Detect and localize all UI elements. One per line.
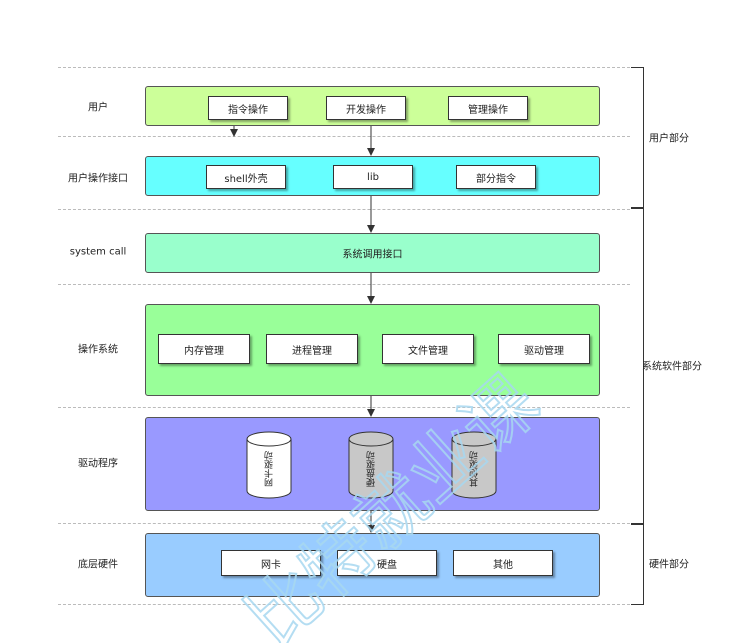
- row-label-user: 用户: [88, 102, 108, 114]
- box-management-operation: 管理操作: [448, 96, 528, 120]
- separator-top: [58, 67, 630, 68]
- label-system-software-part: 系统软件部分: [642, 361, 702, 373]
- label-user-part: 用户部分: [649, 133, 689, 145]
- box-shell: shell外壳: [206, 165, 286, 189]
- box-memory-management: 内存管理: [158, 334, 250, 364]
- row-label-user-interface: 用户操作接口: [68, 173, 128, 185]
- box-partial-commands: 部分指令: [456, 165, 536, 189]
- system-call-layer: 系统调用接口: [145, 233, 600, 273]
- cylinder-label: 其他驱动: [469, 451, 480, 487]
- system-call-title: 系统调用接口: [342, 249, 403, 261]
- separator-1: [58, 136, 630, 137]
- drivers-layer: 网卡驱动 硬盘驱动 其他驱动: [145, 417, 600, 511]
- separator-4: [58, 407, 630, 408]
- box-disk: 硬盘: [337, 550, 437, 576]
- box-process-management: 进程管理: [266, 334, 358, 364]
- bracket-hardware-part: [631, 523, 644, 605]
- cylinder-label: 网卡驱动: [264, 451, 275, 487]
- cylinder-shape: [451, 431, 497, 499]
- bracket-system-software-part: [631, 207, 644, 525]
- cylinder-shape: [348, 431, 394, 499]
- cylinder-disk-driver: 硬盘驱动: [348, 431, 394, 499]
- os-layer: 内存管理 进程管理 文件管理 驱动管理: [145, 304, 600, 396]
- label-hardware-part: 硬件部分: [649, 559, 689, 571]
- box-nic: 网卡: [221, 550, 321, 576]
- cylinder-other-driver: 其他驱动: [451, 431, 497, 499]
- box-file-management: 文件管理: [382, 334, 474, 364]
- box-driver-management: 驱动管理: [498, 334, 590, 364]
- box-lib: lib: [333, 165, 413, 189]
- user-layer: 指令操作 开发操作 管理操作: [145, 86, 600, 126]
- separator-bottom: [58, 604, 630, 605]
- row-label-hardware: 底层硬件: [78, 559, 118, 571]
- row-label-os: 操作系统: [78, 344, 118, 356]
- separator-3: [58, 284, 630, 285]
- cylinder-shape: [246, 431, 292, 499]
- box-other: 其他: [453, 550, 553, 576]
- hardware-layer: 网卡 硬盘 其他: [145, 533, 600, 597]
- user-interface-layer: shell外壳 lib 部分指令: [145, 156, 600, 196]
- box-development-operation: 开发操作: [326, 96, 406, 120]
- row-label-drivers: 驱动程序: [78, 458, 118, 470]
- cylinder-nic-driver: 网卡驱动: [246, 431, 292, 499]
- box-command-operation: 指令操作: [208, 96, 288, 120]
- separator-5: [58, 523, 630, 524]
- row-label-system-call: system call: [69, 246, 127, 258]
- bracket-user-part: [631, 67, 644, 209]
- cylinder-label: 硬盘驱动: [366, 451, 377, 487]
- separator-2: [58, 209, 630, 210]
